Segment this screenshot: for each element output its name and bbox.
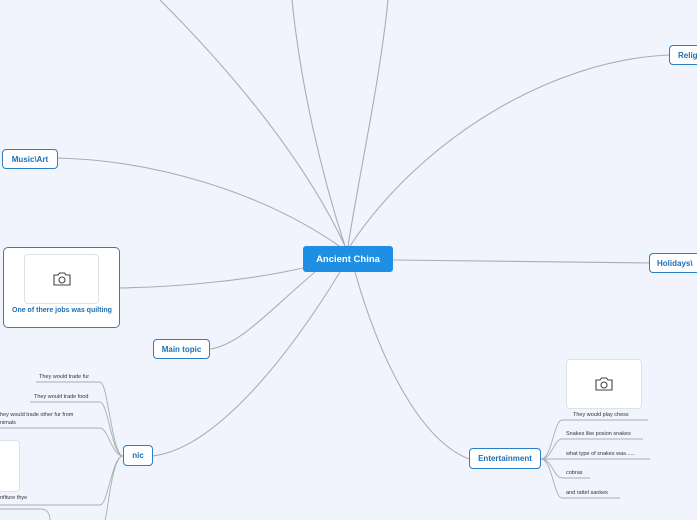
central-topic[interactable]: Ancient China	[303, 246, 393, 272]
image-leaf-nic[interactable]	[0, 440, 20, 492]
leaf-ent-4[interactable]: cobras	[566, 470, 583, 476]
leaf-ent-2[interactable]: Snakes like posion snakes	[566, 431, 631, 437]
image-topic-card[interactable]: One of there jobs was quilting	[3, 247, 120, 328]
topic-main-topic[interactable]: Main topic	[153, 339, 210, 359]
leaf-nic-3[interactable]: hey would trade other fur from	[0, 412, 74, 418]
topic-entertainment[interactable]: Entertainment	[469, 448, 541, 469]
topic-music-art[interactable]: Music\Art	[2, 149, 58, 169]
topic-holidays[interactable]: Holidays\	[649, 253, 697, 273]
leaf-nic-1[interactable]: They would trade fur	[39, 374, 90, 380]
camera-icon	[595, 377, 613, 391]
leaf-ent-1[interactable]: They would play chess	[573, 412, 629, 418]
leaf-nic-4[interactable]: nfiture thye	[0, 495, 28, 501]
leaf-ent-5[interactable]: and rattel sankes	[566, 490, 608, 496]
camera-icon	[52, 272, 71, 286]
leaf-nic-2[interactable]: They would trade food	[34, 394, 89, 400]
topic-religion[interactable]: Relig	[669, 45, 697, 65]
topic-nic[interactable]: nic	[123, 445, 153, 466]
leaf-ent-3[interactable]: what type of snakes was......	[566, 451, 636, 457]
image-caption: One of there jobs was quilting	[12, 307, 112, 314]
leaf-nic-3b[interactable]: nimals	[0, 420, 16, 426]
image-placeholder	[24, 254, 99, 304]
image-leaf-entertainment[interactable]	[566, 359, 642, 409]
